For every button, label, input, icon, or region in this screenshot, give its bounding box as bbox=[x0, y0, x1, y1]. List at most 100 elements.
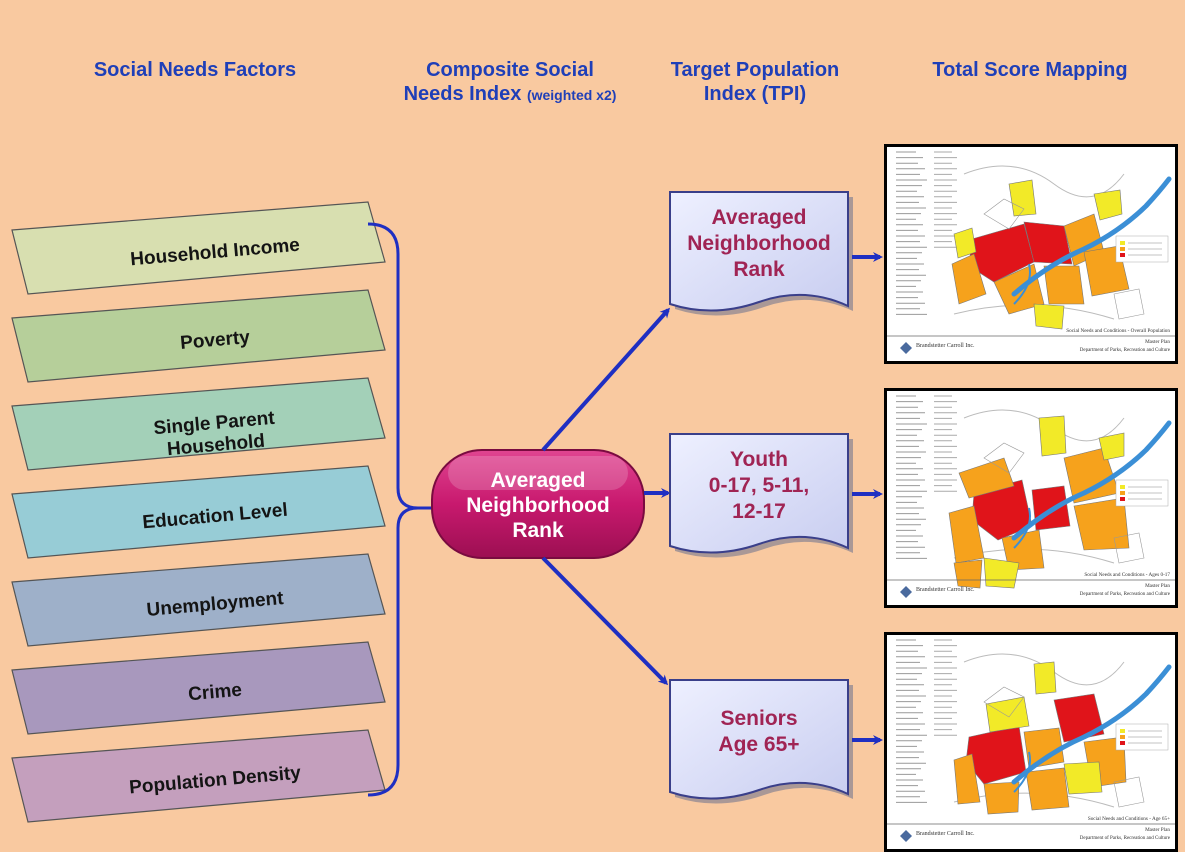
header-total-score-mapping: Total Score Mapping bbox=[932, 59, 1128, 81]
map-river-branch bbox=[1013, 263, 1031, 305]
map-legend-swatch bbox=[1120, 729, 1125, 733]
map-firm-name: Brandstetter Carroll Inc. bbox=[916, 831, 975, 837]
map-caption: Social Needs and Conditions - Age 65+ bbox=[1088, 816, 1170, 822]
label-line: Averaged bbox=[491, 469, 586, 492]
factor-education-level: Education Level bbox=[11, 465, 386, 559]
header-composite-line1: Composite Social bbox=[426, 59, 594, 81]
map-neighborhood-outline bbox=[983, 442, 1025, 474]
factor-shape bbox=[11, 465, 386, 559]
map-neighborhood bbox=[985, 696, 1030, 733]
header-target-line2: Index (TPI) bbox=[703, 83, 807, 105]
map-caption: Social Needs and Conditions - Overall Po… bbox=[1066, 328, 1170, 334]
factor-shape bbox=[11, 553, 386, 647]
label-line: 12-17 bbox=[732, 500, 786, 523]
map-firm-name: Brandstetter Carroll Inc. bbox=[916, 587, 975, 593]
map-legend-swatch bbox=[1120, 485, 1125, 489]
map-neighborhood bbox=[1023, 221, 1073, 265]
firm-logo bbox=[900, 830, 912, 842]
target-box-shape bbox=[669, 191, 849, 312]
map-river-branch bbox=[1013, 751, 1031, 793]
map-neighborhood bbox=[1025, 767, 1070, 811]
map-river bbox=[1011, 420, 1172, 541]
header-target-population: Target Population Index (TPI) bbox=[640, 58, 870, 106]
map-legend-swatch bbox=[1120, 735, 1125, 739]
map-neighborhood bbox=[1023, 727, 1065, 769]
factor-label: Crime bbox=[187, 680, 242, 706]
arrow-to-overall bbox=[541, 307, 670, 452]
factor-unemployment: Unemployment bbox=[11, 553, 386, 647]
map-neighborhood bbox=[983, 781, 1020, 815]
label-line: Seniors bbox=[720, 707, 797, 730]
label-line: Neighborhood bbox=[466, 494, 609, 517]
label-line: Youth bbox=[730, 448, 788, 471]
map-legend-swatch bbox=[1120, 247, 1125, 251]
map-neighborhood bbox=[1033, 661, 1057, 695]
map-neighborhood-outline bbox=[1113, 288, 1145, 320]
map-river-branch bbox=[1013, 507, 1031, 549]
map-neighborhood bbox=[1008, 179, 1037, 217]
header-social-needs-factors: Social Needs Factors bbox=[93, 59, 297, 81]
target-box-2: Youth 0-17, 5-11, 12-17 bbox=[669, 433, 853, 558]
map-neighborhood bbox=[1093, 189, 1123, 221]
header-composite-index: Composite Social Needs Index (weighted x… bbox=[360, 58, 660, 107]
map-neighborhood bbox=[1098, 432, 1125, 461]
label-line: Crime bbox=[187, 680, 242, 706]
map-legend-swatch bbox=[1120, 497, 1125, 501]
factor-household-income: Household Income bbox=[11, 201, 386, 295]
map-neighborhood bbox=[1043, 265, 1085, 305]
label-line: Age 65+ bbox=[718, 733, 799, 756]
map-caption: Social Needs and Conditions - Ages 0-17 bbox=[1084, 572, 1170, 578]
header-composite-line2: Needs Index bbox=[403, 83, 522, 105]
firm-logo bbox=[900, 342, 912, 354]
map-firm-name: Brandstetter Carroll Inc. bbox=[916, 343, 975, 349]
factor-shape bbox=[11, 377, 386, 471]
target-box-shape bbox=[669, 433, 849, 554]
score-maps: Brandstetter Carroll Inc. Social Needs an… bbox=[884, 144, 1178, 852]
map-neighborhood bbox=[1038, 415, 1067, 457]
map-legend-swatch bbox=[1120, 253, 1125, 257]
map-legend-swatch bbox=[1120, 491, 1125, 495]
map-neighborhood bbox=[983, 557, 1020, 589]
map-street bbox=[963, 165, 1125, 198]
map-department: Department of Parks, Recreation and Cult… bbox=[1080, 348, 1171, 353]
map-neighborhood bbox=[1063, 761, 1103, 795]
factor-shape bbox=[11, 289, 386, 383]
score-map-3: Brandstetter Carroll Inc. Social Needs an… bbox=[884, 632, 1178, 852]
map-neighborhood-outline bbox=[983, 686, 1025, 718]
header-composite-note: (weighted x2) bbox=[526, 87, 617, 103]
map-neighborhood bbox=[951, 253, 987, 305]
map-neighborhood bbox=[953, 753, 981, 805]
map-department: Department of Parks, Recreation and Cult… bbox=[1080, 592, 1171, 597]
map-neighborhood-outline bbox=[983, 198, 1025, 230]
map-neighborhood-outline bbox=[1113, 532, 1145, 564]
factor-population-density: Population Density bbox=[11, 729, 386, 823]
arrow-to-seniors bbox=[541, 556, 669, 686]
map-legend-swatch bbox=[1120, 741, 1125, 745]
label-line: Neighborhood bbox=[687, 232, 830, 255]
map-river bbox=[1011, 176, 1172, 297]
label-line: 0-17, 5-11, bbox=[709, 474, 809, 497]
label-line: Averaged bbox=[712, 206, 807, 229]
factor-poverty: Poverty bbox=[11, 289, 386, 383]
target-box-label: Youth 0-17, 5-11, 12-17 bbox=[709, 448, 809, 523]
map-subcaption: Master Plan bbox=[1145, 827, 1170, 833]
factor-shape bbox=[11, 641, 386, 735]
header-target-line1: Target Population bbox=[670, 59, 840, 81]
map-legend-swatch bbox=[1120, 241, 1125, 245]
map-subcaption: Master Plan bbox=[1145, 339, 1170, 345]
map-river bbox=[1011, 664, 1172, 785]
score-map-2: Brandstetter Carroll Inc. Social Needs an… bbox=[884, 388, 1178, 608]
factor-crime: Crime bbox=[11, 641, 386, 735]
firm-logo bbox=[900, 586, 912, 598]
map-neighborhood bbox=[1073, 497, 1130, 551]
label-line: Rank bbox=[733, 258, 785, 281]
map-neighborhood bbox=[953, 559, 983, 589]
map-arrows bbox=[852, 252, 883, 745]
